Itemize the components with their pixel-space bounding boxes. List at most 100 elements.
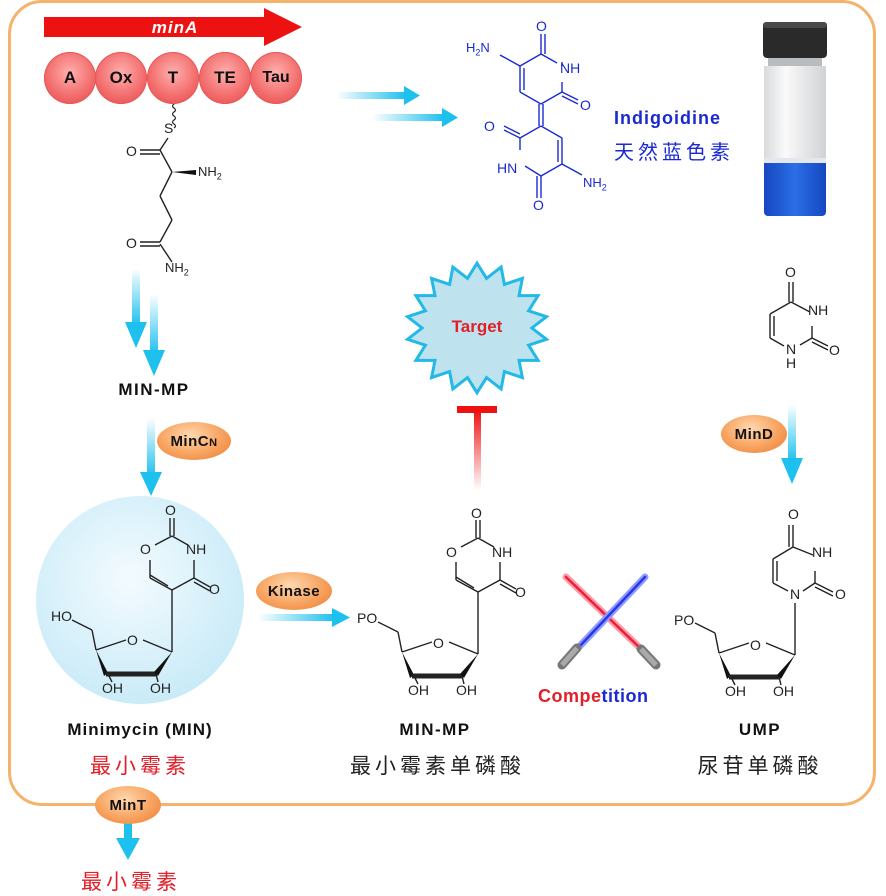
bond — [792, 546, 814, 556]
atom-o: O — [127, 632, 138, 648]
bond — [718, 642, 750, 654]
wedge-bond — [719, 653, 731, 679]
atom-oh: OH — [150, 680, 171, 696]
glutamine-thioester-structure — [140, 137, 196, 263]
atom-o: O — [536, 18, 547, 34]
bond — [149, 577, 173, 591]
bond — [461, 675, 465, 685]
arrows-to-indigoidine — [336, 86, 458, 127]
atom-oh: OH — [408, 682, 429, 698]
min-mp-label-cn: 最小霉素单磷酸 — [350, 754, 525, 778]
minimycin-label-cn: 最小霉素 — [90, 754, 190, 778]
atom-o: O — [515, 584, 526, 600]
atom-nh: NH — [812, 544, 833, 560]
bond — [714, 632, 720, 654]
wedge-bond — [402, 652, 414, 678]
wedge-bond — [154, 652, 172, 676]
domain-ox: Ox — [95, 52, 147, 104]
atom-o: O — [580, 97, 591, 113]
inhibition-bar — [457, 406, 497, 490]
wedge-bond — [460, 654, 478, 678]
atom-nh: NH — [808, 302, 829, 318]
atom-o: O — [533, 197, 544, 213]
atom-n: N — [790, 586, 801, 602]
atom-h2n: H2N — [466, 40, 490, 58]
bond — [772, 582, 789, 592]
atom-oh: OH — [725, 683, 746, 699]
atom-o: O — [835, 586, 846, 602]
indigoidine-vial-photo — [763, 22, 827, 216]
atom-n: N — [786, 341, 797, 357]
bond — [91, 629, 97, 651]
minimycin-highlight-circle — [36, 496, 244, 704]
bond — [455, 576, 475, 589]
bond — [477, 579, 501, 593]
atom-po: PO — [357, 610, 378, 626]
atom-oh: OH — [456, 682, 477, 698]
target-star — [404, 260, 550, 396]
bond — [377, 621, 399, 633]
arrow-export — [116, 816, 140, 860]
bond — [694, 622, 716, 634]
target-label: Target — [451, 317, 503, 336]
bond — [154, 535, 173, 546]
domain-te: TE — [199, 52, 251, 104]
atom-s: S — [164, 120, 174, 136]
atom-nh2: NH2 — [165, 260, 189, 278]
atom-nh: NH — [560, 60, 581, 76]
competition-lightsabers-icon — [557, 573, 661, 670]
bond — [107, 673, 113, 683]
atom-o: O — [126, 235, 137, 251]
atom-o: O — [126, 143, 137, 159]
min-mp-structure — [377, 520, 517, 685]
atom-ho: HO — [51, 608, 72, 624]
atom-o: O — [484, 118, 495, 134]
atom-nh2: NH2 — [583, 175, 607, 193]
domain-tau: Tau — [250, 52, 302, 104]
atom-o: O — [433, 635, 444, 651]
bond — [413, 675, 419, 685]
bond — [171, 535, 189, 546]
bond — [193, 581, 211, 592]
enzyme-mind: MinD — [721, 415, 787, 453]
atom-po: PO — [674, 612, 695, 628]
export-label-cn: 最小霉素 — [81, 870, 181, 894]
atom-o: O — [446, 544, 457, 560]
bond — [171, 577, 195, 591]
bond — [142, 639, 173, 653]
bond — [765, 642, 796, 656]
atom-hn: HN — [497, 160, 518, 176]
bond — [499, 583, 517, 594]
enzyme-mint: MinT — [95, 786, 161, 824]
atom-h: H — [786, 355, 797, 371]
gene-label: minA — [151, 18, 199, 37]
atom-o: O — [785, 264, 796, 280]
ump-structure — [694, 525, 834, 686]
competition-label-part2: tition — [601, 686, 649, 706]
bond — [455, 579, 479, 593]
ump-label-cn: 尿苷单磷酸 — [697, 754, 823, 778]
bond — [149, 574, 169, 587]
arrow-to-minimycin — [140, 418, 162, 496]
kinase-arrow — [258, 608, 350, 627]
indigoidine-structure — [499, 34, 583, 198]
bond — [193, 577, 211, 588]
atom-o: O — [829, 342, 840, 358]
bond — [772, 546, 794, 560]
atom-o: O — [165, 502, 176, 518]
domain-t: T — [147, 52, 199, 104]
bond — [460, 537, 479, 548]
atom-nh: NH — [492, 544, 513, 560]
domain-a: A — [44, 52, 96, 104]
atom-o: O — [750, 637, 761, 653]
min-mp-label: MIN-MP — [399, 720, 471, 739]
atom-oh: OH — [773, 683, 794, 699]
atom-o: O — [471, 505, 482, 521]
competition-label: Competition — [538, 686, 649, 707]
bond — [401, 641, 433, 653]
bond — [778, 676, 782, 686]
atom-o: O — [209, 581, 220, 597]
wedge-bond — [777, 655, 795, 679]
